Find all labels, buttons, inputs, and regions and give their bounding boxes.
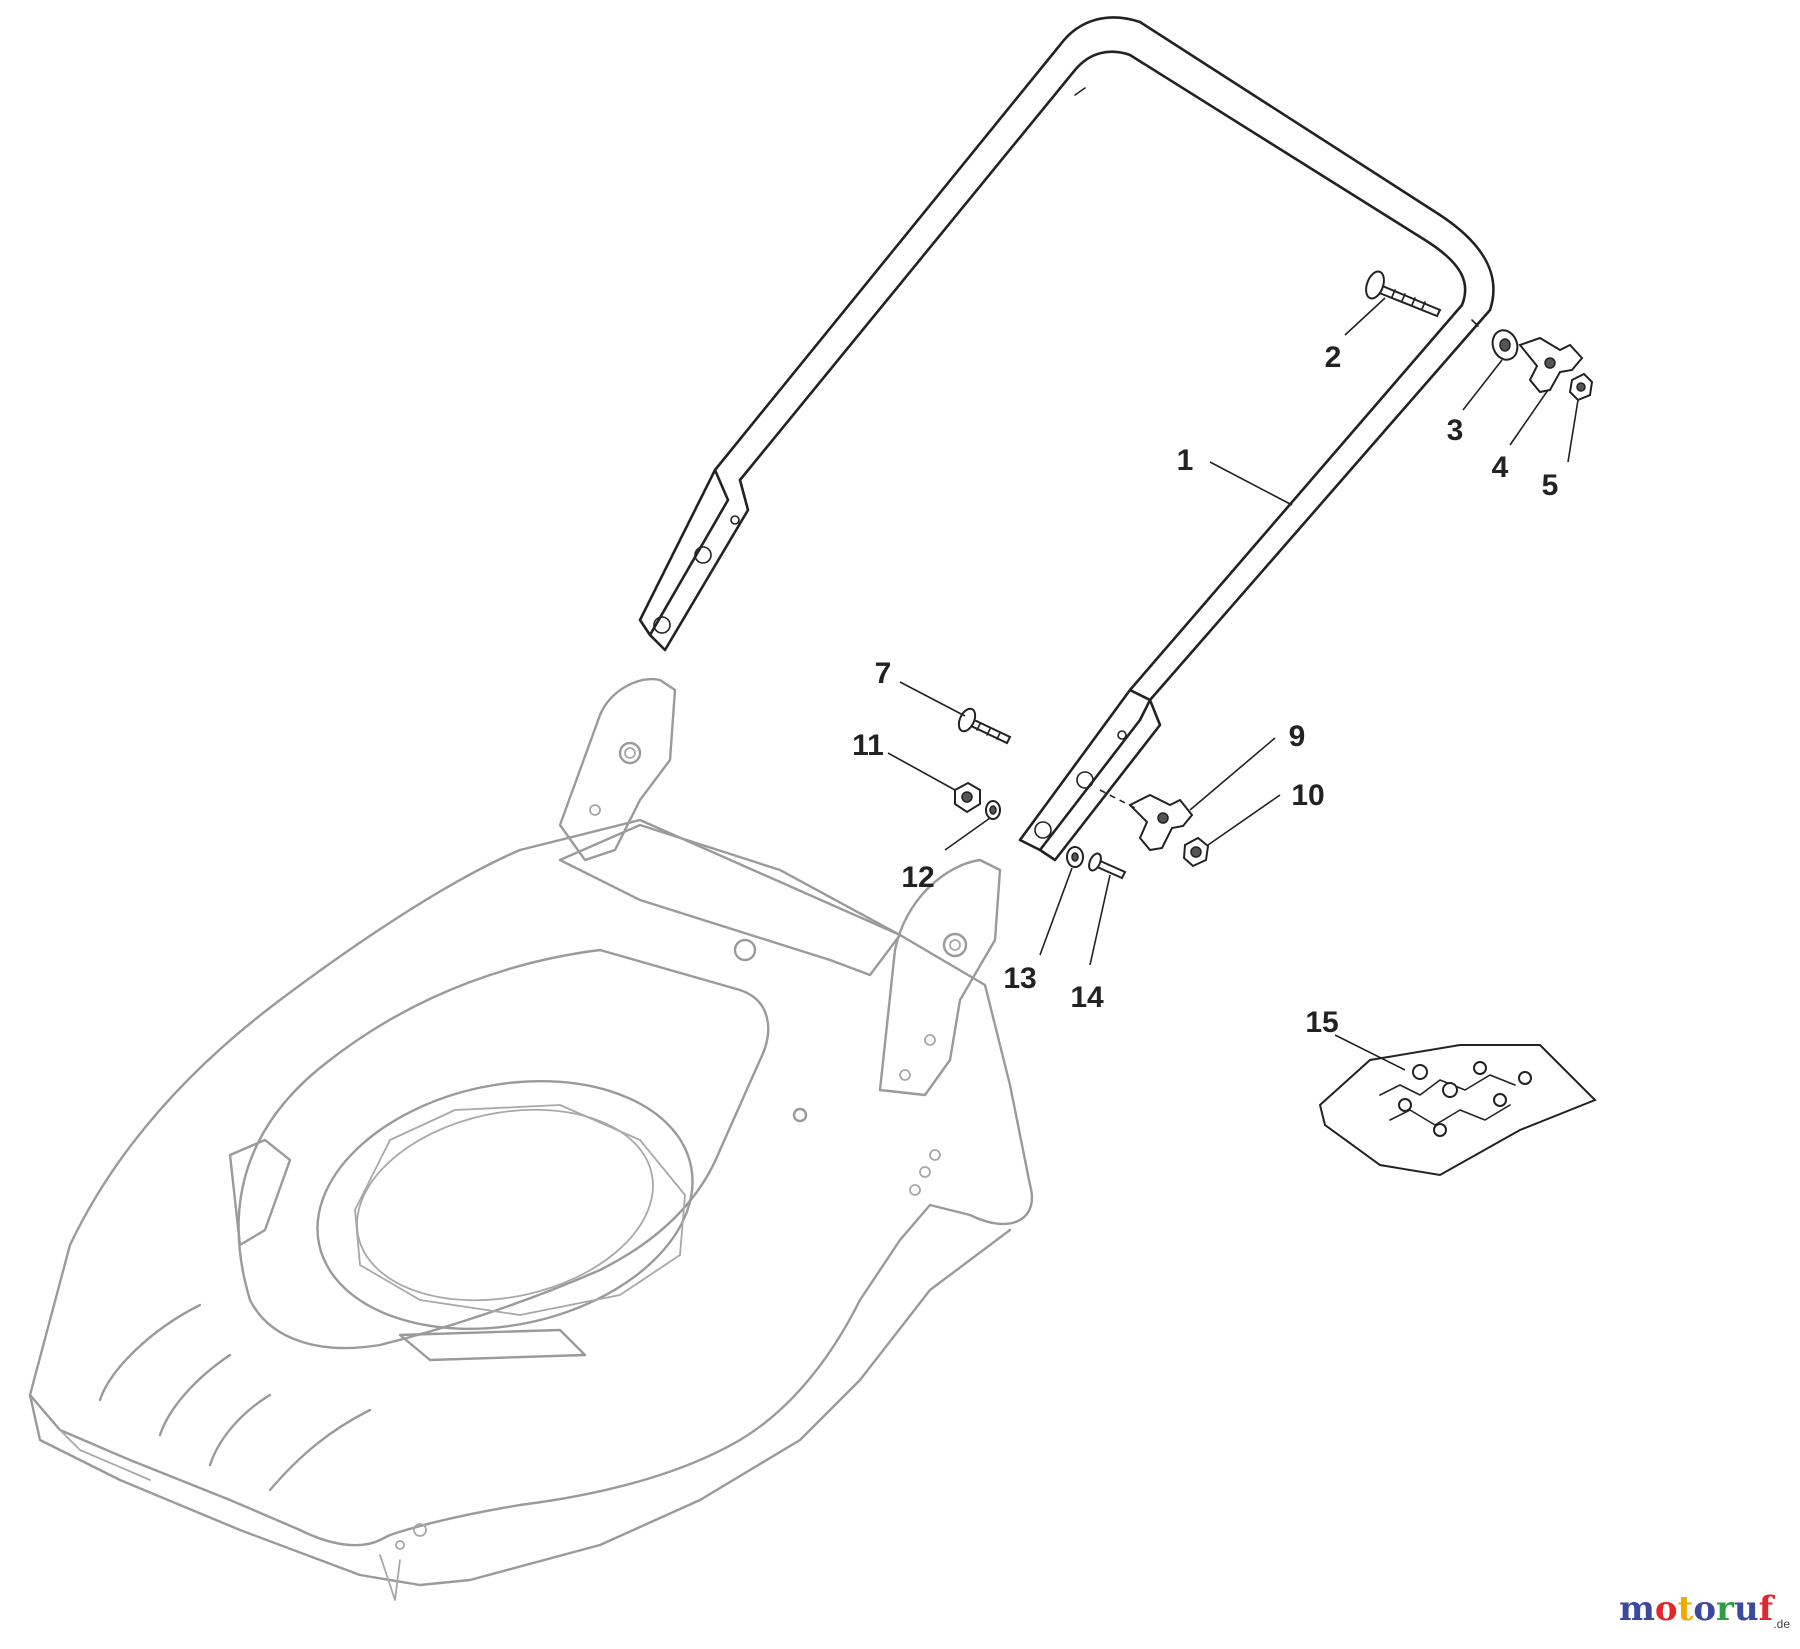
- label-part-12: 12: [901, 861, 934, 894]
- label-part-5: 5: [1542, 469, 1559, 502]
- washer-left: [985, 800, 1001, 820]
- label-part-3: 3: [1447, 414, 1464, 447]
- nut-right: [1182, 836, 1210, 868]
- mower-deck: [28, 677, 1033, 1601]
- label-part-9: 9: [1289, 720, 1306, 753]
- label-part-2: 2: [1325, 341, 1342, 374]
- brand-watermark: motoruf.de: [1618, 1589, 1790, 1631]
- nut-left: [954, 781, 981, 814]
- wing-knob-upper: [1518, 336, 1584, 394]
- assembly-line: [1099, 789, 1136, 809]
- label-part-14: 14: [1070, 981, 1104, 1014]
- label-part-15: 15: [1305, 1006, 1338, 1039]
- label-part-7: 7: [875, 657, 892, 690]
- label-part-4: 4: [1492, 451, 1509, 484]
- cup-washer-upper: [1491, 329, 1519, 361]
- wing-knob-lower: [1128, 793, 1194, 852]
- handle-frame: [638, 16, 1495, 862]
- hardware-kit-bag: [1318, 1044, 1597, 1177]
- washer-lower: [1066, 846, 1084, 868]
- label-part-1: 1: [1177, 444, 1194, 477]
- leader-lines: [887, 297, 1579, 1071]
- bolt-lower: [1088, 852, 1127, 880]
- label-part-11: 11: [852, 729, 884, 762]
- carriage-bolt-lower: [957, 707, 1012, 745]
- carriage-bolt-upper: [1365, 270, 1442, 318]
- label-part-13: 13: [1003, 962, 1036, 995]
- nut-upper: [1568, 372, 1594, 402]
- label-part-10: 10: [1291, 779, 1324, 812]
